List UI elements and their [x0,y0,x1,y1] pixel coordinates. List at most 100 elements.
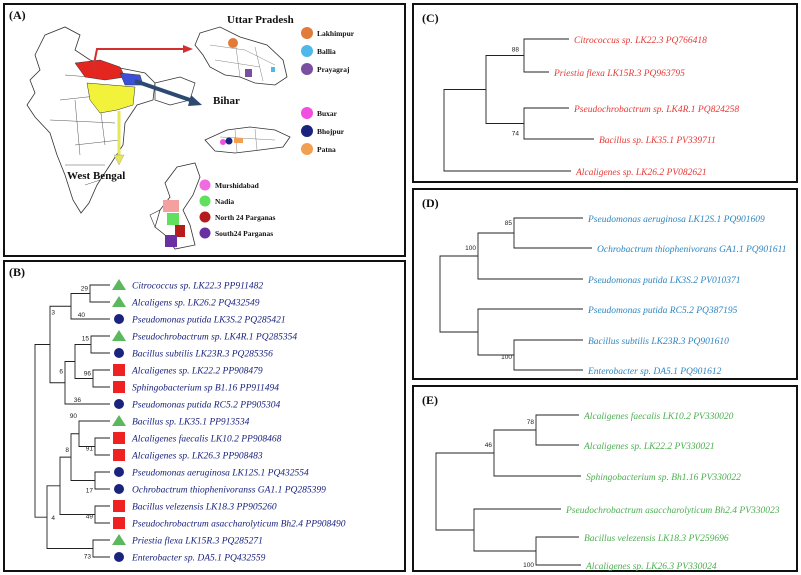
svg-text:Patna: Patna [317,145,336,154]
bootstrap-value: 74 [512,131,520,138]
tree-branch [535,536,581,566]
taxon-label: Pseudochrobactrum asaccharolyticum Bh2.4… [131,520,346,530]
taxon-label: Alcaligenes sp. LK26.2 PV082621 [575,168,707,178]
taxon-label: Bacillus subtilis LK23R.3 PQ285356 [132,350,273,360]
triangle-marker [112,296,126,307]
square-marker [113,517,125,529]
taxon-label: Pseudomonas aeruginosa LK12S.1 PQ901609 [587,215,765,225]
circle-marker [114,348,124,358]
taxon-label: Sphingobacterium sp B1.16 PP911494 [132,384,279,394]
bootstrap-value: 46 [485,442,493,449]
bootstrap-value: 100 [523,562,534,569]
taxon-label: Alcaligenes sp. LK22.2 PP908479 [131,367,263,377]
tree-branch [92,369,110,388]
tree-c-svg: Citrococcus sp. LK22.3 PQ766418Priestia … [443,36,739,178]
panel-b-label: (B) [9,265,25,279]
tree-branch [90,335,110,354]
svg-text:Ballia: Ballia [317,47,336,56]
taxon-label: Alcaligenes sp. LK26.3 PP908483 [131,452,263,462]
triangle-marker [112,534,126,545]
svg-text:Nadia: Nadia [215,197,234,206]
bootstrap-value: 4 [51,515,55,522]
square-marker [113,381,125,393]
taxon-label: Bacillus sp. LK35.1 PV339711 [599,136,716,146]
tree-branch [64,361,110,405]
tree-branch [477,308,583,356]
circle-marker [114,399,124,409]
circle-marker [114,484,124,494]
taxon-label: Alcaligenes sp. LK26.3 PV330024 [585,562,717,572]
svg-text:Buxar: Buxar [317,109,338,118]
legend-up: Lakhimpur Ballia Prayagraj [301,27,355,75]
panel-d-tree: (D) Pseudomonas aeruginosa LK12S.1 PQ901… [412,188,798,380]
bootstrap-value: 100 [501,354,512,361]
bootstrap-value: 90 [70,413,78,420]
bootstrap-value: 73 [84,554,92,561]
panel-a-map: (A) Uttar Pradesh Bihar West Bengal [3,3,406,257]
tree-branch [443,89,571,172]
square-marker [113,449,125,461]
triangle-marker [112,330,126,341]
svg-text:Murshidabad: Murshidabad [215,181,260,190]
bootstrap-value: 6 [59,369,63,376]
taxon-label: Pseudomonas putida RC5.2 PP905304 [131,401,281,411]
tree-branch [513,339,583,371]
tree-branch [439,255,478,333]
svg-text:Lakhimpur: Lakhimpur [317,29,355,38]
bootstrap-value: 78 [527,419,535,426]
bootstrap-value: 40 [78,312,86,319]
bihar-title: Bihar [213,95,240,107]
circle-marker [114,467,124,477]
bootstrap-value: 17 [86,488,94,495]
tree-branch [523,38,569,73]
legend-wb: Murshidabad Nadia North 24 Parganas Sout… [199,179,275,239]
taxon-label: Enterobacter sp. DA5.1 PQ432559 [131,554,266,564]
tree-branch [94,505,110,524]
panel-e-label: (E) [422,393,438,407]
bootstrap-value: 15 [82,336,90,343]
square-marker [113,432,125,444]
panel-c-label: (C) [422,11,439,25]
taxon-label: Pseudochrobactrum sp. LK4R.1 PQ285354 [131,333,297,343]
tree-branch [70,433,95,481]
svg-text:North 24 Parganas: North 24 Parganas [215,213,275,222]
svg-text:Bhojpur: Bhojpur [317,127,345,136]
panel-a-label: (A) [9,8,26,22]
taxon-label: Pseudomonas putida RC5.2 PQ387195 [587,306,738,316]
india-wb-region [86,82,136,114]
tree-branch [34,344,50,518]
taxon-label: Alcaligenes sp. LK22.2 PV330021 [583,442,715,452]
taxon-label: Alcaligens sp. LK26.2 PQ432549 [131,299,260,309]
map-svg: Uttar Pradesh Bihar West Bengal Lakhimpu… [26,14,355,250]
tree-branch [477,232,583,280]
bootstrap-value: 96 [84,371,92,378]
panel-d-label: (D) [422,196,439,210]
bootstrap-value: 8 [65,447,69,454]
india-outline [26,26,156,214]
taxon-label: Enterobacter sp. DA5.1 PQ901612 [587,367,722,377]
tree-branch [473,508,561,552]
tree-branch [59,456,95,515]
square-marker [113,364,125,376]
panel-e-tree: (E) Alcaligenes faecalis LK10.2 PV330020… [412,385,798,572]
taxon-label: Alcaligenes faecalis LK10.2 PP908468 [131,434,282,445]
taxon-label: Alcaligenes faecalis LK10.2 PV330020 [583,411,734,422]
svg-text:South24 Parganas: South24 Parganas [215,229,273,238]
legend-bihar: Buxar Bhojpur Patna [301,107,345,155]
circle-marker [114,552,124,562]
bootstrap-value: 3 [51,310,55,317]
taxon-label: Sphingobacterium sp. Bh1.16 PV330022 [586,473,741,483]
bootstrap-value: 91 [86,446,94,453]
taxon-label: Bacillus velezensis LK18.3 PP905260 [132,503,277,513]
taxon-label: Ochrobactrum thiophenivorans GA1.1 PQ901… [597,245,786,255]
taxon-label: Pseudomonas putida LK3S.2 PQ285421 [131,316,286,326]
tree-branch [513,217,592,249]
bootstrap-value: 36 [74,397,82,404]
tree-branch [493,429,581,477]
bootstrap-value: 100 [465,245,476,252]
taxon-label: Priestia flexa LK15R.3 PQ963795 [553,68,685,79]
tree-branch [89,284,110,303]
tree-branch [94,437,110,456]
up-map [194,26,288,86]
